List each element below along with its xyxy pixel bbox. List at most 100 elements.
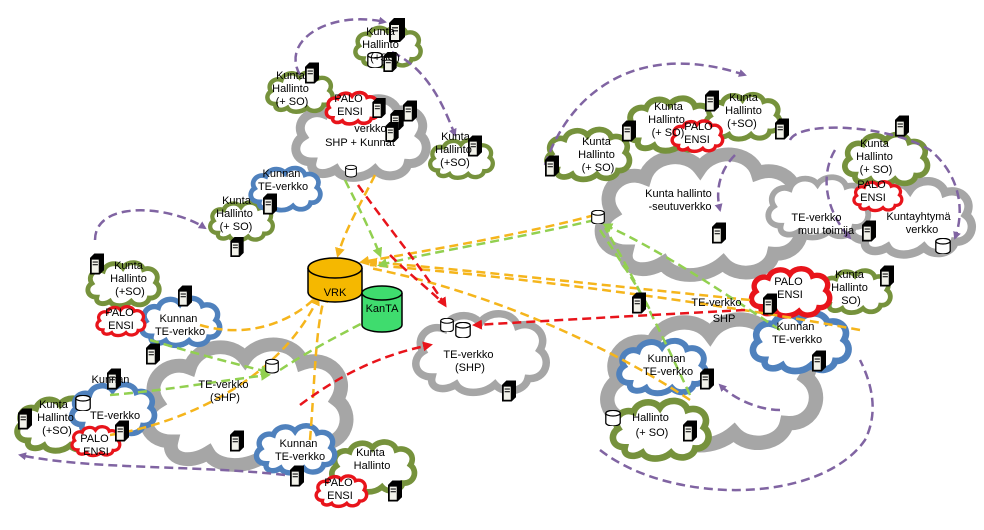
- kunta-hallinto-label: Kunta Hallinto (+SO): [110, 260, 150, 298]
- server-icon: [178, 285, 192, 307]
- arrow-purple: [714, 154, 736, 212]
- te-verkko-shp-center-label: TE-verkko (SHP): [443, 349, 496, 374]
- kunnan-te-verkko-label: Kunnan TE-verkko: [90, 374, 140, 422]
- kunnan-te-verkko-label: Kunnan TE-verkko: [258, 168, 308, 193]
- kunta-hallinto-top-label: Kunta Hallinto (+SO): [362, 26, 402, 64]
- server-icon: [705, 90, 719, 112]
- database-icon: [935, 238, 951, 254]
- palo-ensi-label: PALO ENSI: [334, 93, 366, 118]
- database-icon: [455, 322, 471, 338]
- server-icon: [388, 480, 402, 502]
- te-verkko-shp-right-label: TE-verkko SHP: [691, 297, 744, 325]
- arrow-purple: [294, 16, 387, 76]
- database-icon: [265, 358, 279, 374]
- server-icon: [403, 100, 417, 122]
- server-icon: [115, 420, 129, 442]
- arrow-orange: [109, 295, 320, 437]
- kunnan-te-verkko-label: Kunnan TE-verkko: [772, 321, 822, 346]
- kanta-database: KanTA: [361, 285, 403, 333]
- palo-ensi-label: PALO ENSI: [324, 477, 356, 502]
- server-icon: [146, 343, 160, 365]
- kunnan-te-verkko-label: Kunnan TE-verkko: [155, 313, 205, 338]
- arrow-orange: [308, 292, 328, 441]
- kunta-hallinto-label: Kunta Hallinto (+ SO): [272, 70, 312, 108]
- database-icon: [440, 318, 454, 332]
- arrow-purple: [825, 149, 852, 240]
- vrk-database: VRK: [307, 257, 363, 303]
- database-icon: [345, 164, 357, 178]
- arrow-purple: [543, 62, 747, 166]
- server-icon: [545, 155, 559, 177]
- palo-ensi-label: PALO ENSI: [684, 121, 716, 146]
- clouds-layer: [17, 27, 972, 507]
- palo-ensi-label: PALO ENSI: [80, 433, 112, 458]
- server-icon: [263, 193, 277, 215]
- vrk-label: VRK: [324, 287, 347, 299]
- labels-layer: Kunta Hallinto (+SO) Kunta Hallinto (+ S…: [37, 26, 953, 502]
- arrows-layer: [18, 16, 961, 492]
- server-icon: [230, 237, 244, 257]
- arrow-orange: [367, 257, 751, 302]
- server-icon: [622, 120, 636, 142]
- kunta-hallinto-label: Kunta Hallinto (+SO): [435, 131, 475, 169]
- arrow-purple: [718, 383, 781, 412]
- kunnan-te-verkko-label: Kunnan TE-verkko: [275, 438, 325, 463]
- database-icon: [605, 410, 621, 426]
- server-icon: [880, 265, 894, 287]
- kanta-label: KanTA: [366, 303, 399, 315]
- arrow-red: [299, 341, 433, 407]
- database-icon: [75, 395, 91, 411]
- kunta-hallinto-label: Kunta Hallinto (+SO): [37, 399, 77, 437]
- arrow-red: [389, 254, 446, 306]
- arrow-purple: [93, 209, 207, 241]
- server-icon: [683, 420, 697, 442]
- te-verkko-muu-label: TE-verkko muu toimija: [791, 212, 855, 237]
- arrow-purple: [788, 126, 961, 240]
- seutuverkko-label: Kunta hallinto -seutuverkko: [645, 188, 715, 213]
- palo-ensi-label: PALO ENSI: [857, 179, 889, 204]
- arrow-green: [602, 223, 781, 332]
- palo-ensi-label: PALO ENSI: [774, 276, 806, 301]
- arrow-green: [149, 338, 271, 376]
- server-icon: [763, 293, 777, 315]
- kunta-hallinto-label: Kunta Hallinto (+ SO): [578, 136, 618, 174]
- server-icon: [712, 222, 726, 244]
- arrow-purple: [391, 50, 457, 137]
- kuntayhtyma-label: Kuntayhtymä verkko: [886, 211, 953, 236]
- arrow-green: [343, 179, 383, 258]
- server-icon: [632, 292, 646, 314]
- hallinto-so-label: Hallinto (+ SO): [632, 412, 672, 439]
- server-icon: [230, 430, 244, 452]
- kunta-hallinto-label: Kunta Hallinto: [354, 447, 391, 472]
- database-icon: [591, 210, 605, 224]
- server-icon: [812, 350, 826, 372]
- kunta-hallinto-label: Kunta Hallinto SO): [831, 269, 871, 307]
- arrow-orange: [359, 213, 596, 266]
- arrow-green: [109, 370, 271, 397]
- kunta-hallinto-label: Kunta Hallinto (+ SO): [856, 138, 896, 176]
- arrow-red: [356, 184, 447, 308]
- arrow-orange: [335, 174, 377, 258]
- shp-kunnat-label: verkko SHP + Kunnat: [325, 123, 395, 149]
- arrow-orange: [369, 266, 691, 402]
- arrow-orange: [369, 263, 861, 332]
- server-icon: [18, 408, 32, 430]
- server-icon: [502, 380, 516, 402]
- te-verkko-shp-left-label: TE-verkko (SHP): [198, 379, 251, 404]
- server-icon: [290, 465, 304, 487]
- kunta-hallinto-label: Kunta Hallinto (+ SO): [216, 195, 256, 233]
- server-icon: [90, 253, 104, 275]
- arrow-red: [472, 308, 746, 330]
- server-icon: [862, 220, 876, 242]
- server-icon: [775, 118, 789, 140]
- arrow-purple: [599, 359, 874, 492]
- server-icon: [895, 115, 909, 137]
- kunnan-te-verkko-label: Kunnan TE-verkko: [643, 353, 693, 378]
- palo-ensi-label: PALO ENSI: [105, 307, 137, 332]
- arrow-green: [377, 218, 596, 269]
- server-icon: [372, 98, 386, 118]
- kunta-hallinto-label: Kunta Hallinto (+ SO): [648, 101, 688, 139]
- server-icon: [700, 368, 714, 390]
- arrow-orange: [199, 292, 321, 332]
